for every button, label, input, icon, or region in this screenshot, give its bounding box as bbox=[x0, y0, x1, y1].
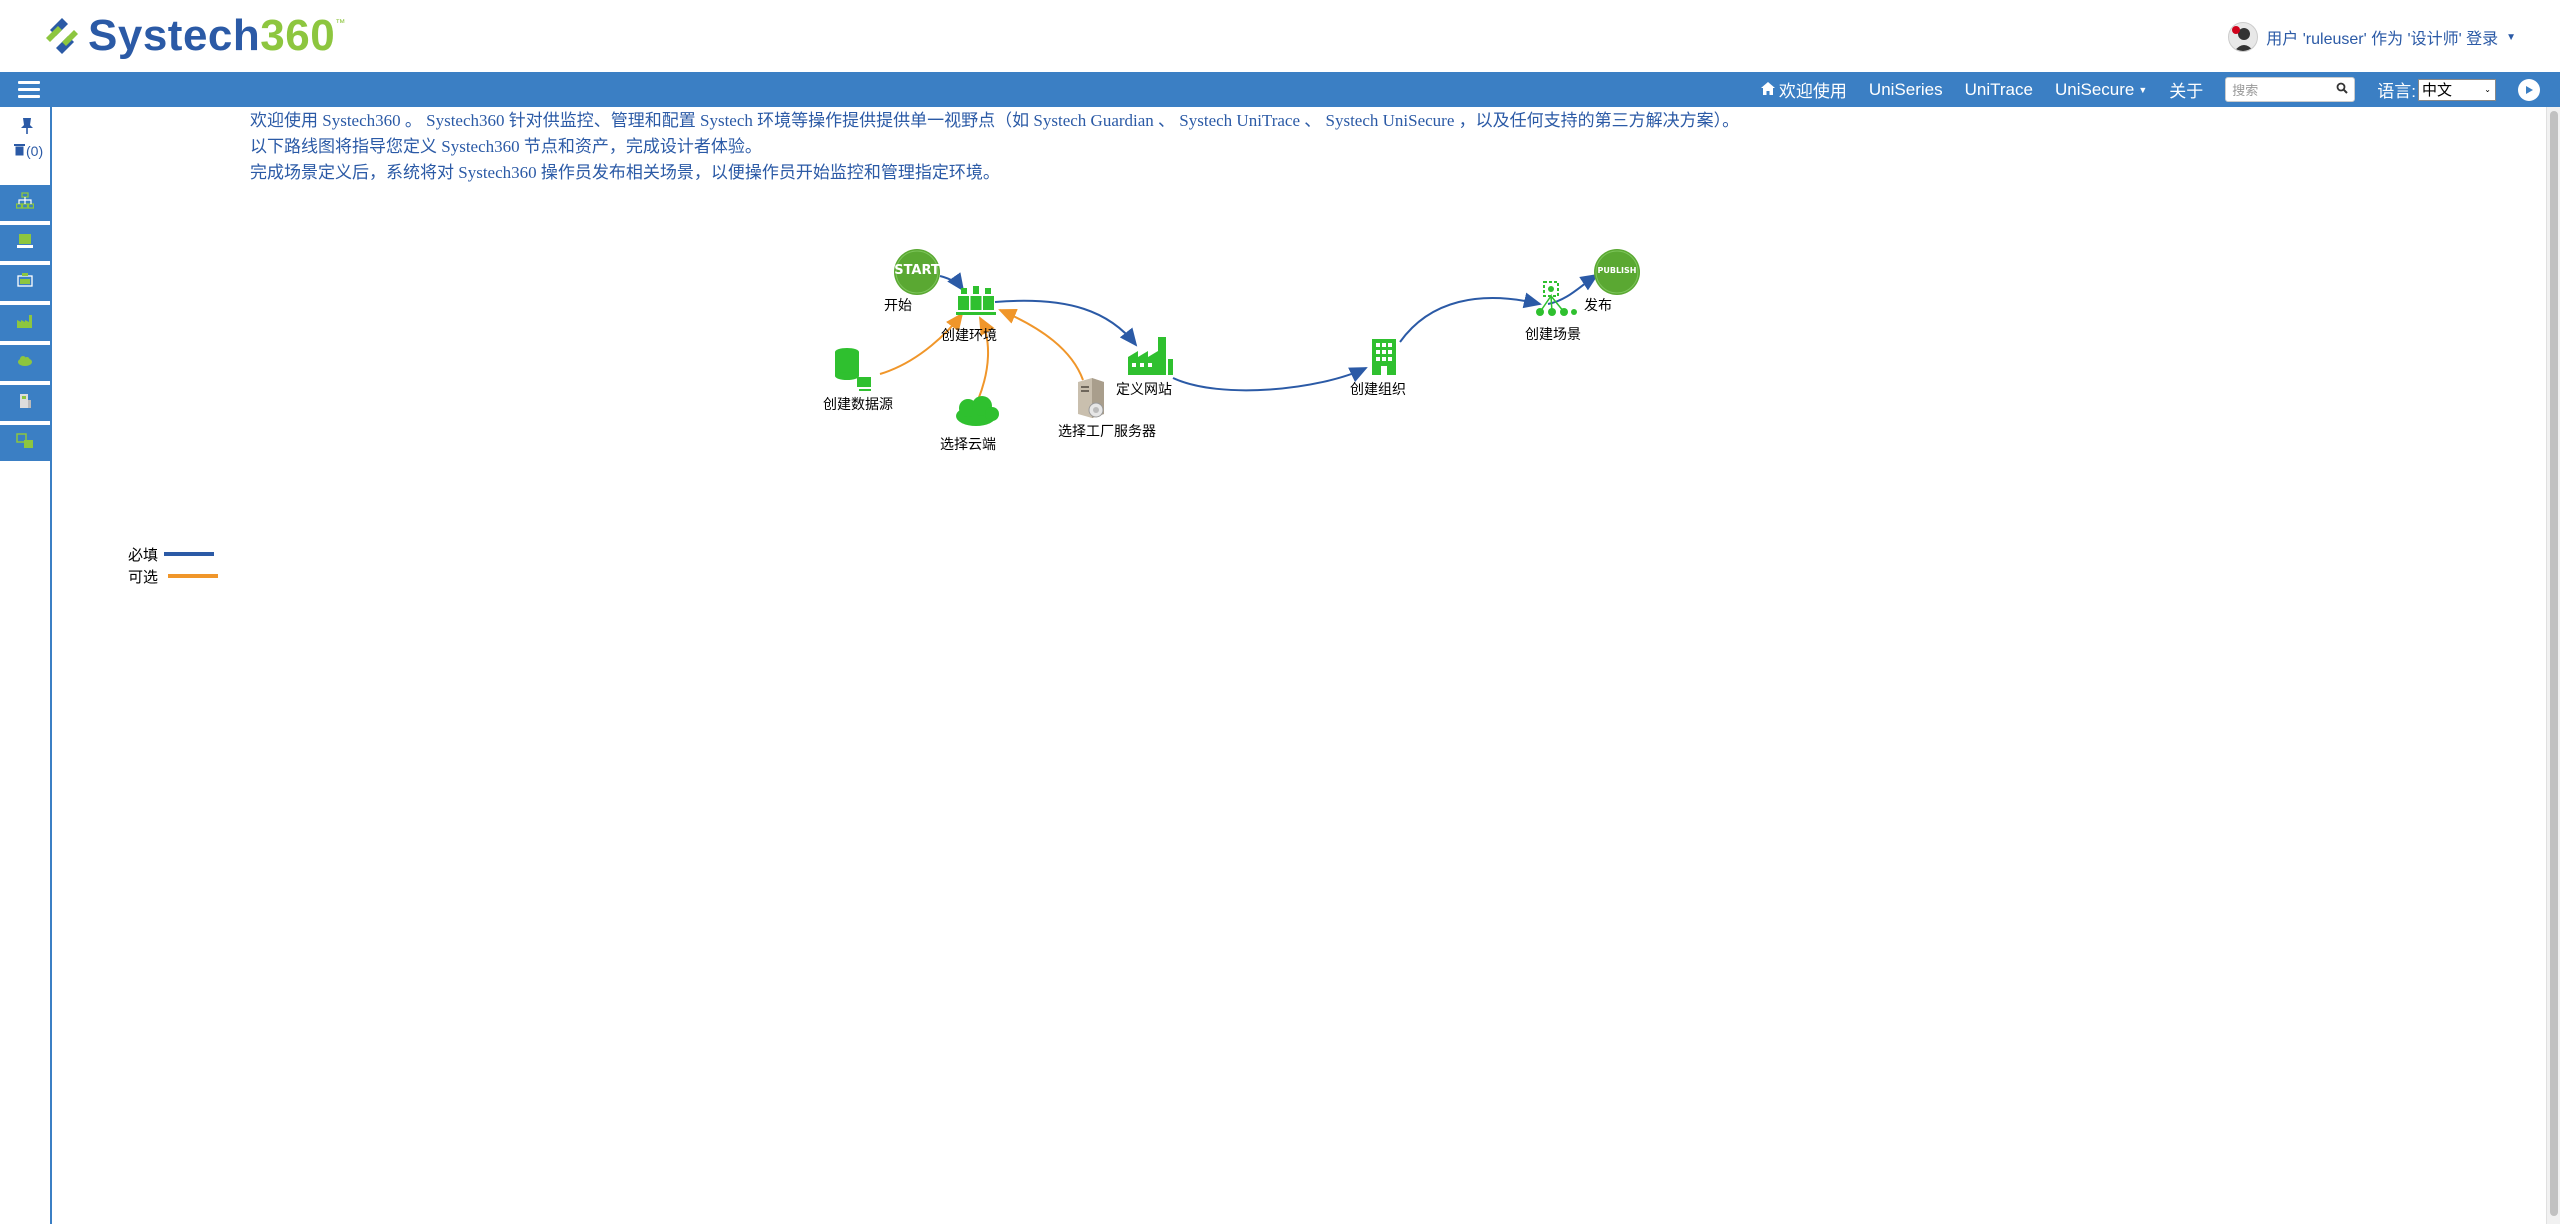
create-env-label: 创建环境 bbox=[941, 328, 997, 344]
user-menu[interactable]: 用户 'ruleuser' 作为 '设计师' 登录 ▼ bbox=[2228, 22, 2516, 52]
server-icon bbox=[16, 232, 34, 255]
trash-button[interactable]: (0) bbox=[14, 143, 43, 159]
datasource-icon bbox=[16, 272, 34, 295]
legend-optional-line bbox=[168, 574, 219, 578]
pin-icon[interactable] bbox=[20, 117, 34, 137]
play-icon[interactable] bbox=[2518, 78, 2540, 101]
edge-factory-env bbox=[998, 308, 1084, 381]
environment-icon bbox=[956, 286, 996, 315]
trash-icon bbox=[14, 143, 25, 159]
database-icon bbox=[835, 348, 871, 391]
top-navbar: 欢迎使用 UniSeries UniTrace UniSecure ▼ 关于 搜… bbox=[0, 72, 2560, 107]
sidebar-server-button[interactable] bbox=[0, 225, 50, 263]
start-node[interactable]: START bbox=[893, 248, 941, 296]
left-sidebar: (0) bbox=[0, 107, 52, 1224]
intro-line-2: 以下路线图将指导您定义 Systech360 节点和资产，完成设计者体验。 bbox=[250, 137, 762, 156]
publish-badge-icon bbox=[1594, 249, 1640, 295]
chevron-down-icon: ▼ bbox=[2138, 84, 2148, 95]
select-cloud-node[interactable] bbox=[950, 394, 1000, 428]
sidebar-scenario-button[interactable] bbox=[0, 425, 50, 463]
create-org-label: 创建组织 bbox=[1350, 382, 1406, 398]
building-icon bbox=[16, 392, 34, 415]
create-datasource-node[interactable] bbox=[833, 347, 881, 393]
factory-server-icon bbox=[1078, 378, 1104, 418]
hierarchy-icon bbox=[15, 191, 35, 215]
sidebar-cloud-button[interactable] bbox=[0, 345, 50, 383]
cloud-icon bbox=[956, 396, 999, 426]
scrollbar-thumb[interactable] bbox=[2550, 111, 2558, 1216]
select-factory-server-node[interactable] bbox=[1074, 376, 1108, 420]
chevron-down-icon: ⌄ bbox=[2484, 85, 2491, 94]
edge-env-site bbox=[994, 299, 1138, 347]
systech360-logo[interactable]: Systech360 ™ bbox=[40, 14, 345, 58]
define-site-label: 定义网站 bbox=[1116, 382, 1172, 398]
logo-trademark: ™ bbox=[335, 18, 346, 29]
select-factory-server-label: 选择工厂服务器 bbox=[1058, 424, 1156, 440]
home-icon bbox=[1760, 80, 1775, 100]
legend-required: 必填 bbox=[128, 543, 218, 565]
publish-label: 发布 bbox=[1584, 298, 1612, 314]
start-badge-text: START bbox=[894, 263, 940, 278]
cloud-icon bbox=[16, 352, 34, 375]
logo-wordmark: Systech360 bbox=[88, 11, 336, 60]
building-icon bbox=[1372, 339, 1396, 375]
create-org-node[interactable] bbox=[1370, 337, 1398, 375]
nav-about[interactable]: 关于 bbox=[2169, 82, 2204, 101]
user-login-text: 用户 'ruleuser' 作为 '设计师' 登录 bbox=[2266, 31, 2499, 48]
start-label: 开始 bbox=[884, 298, 912, 314]
scenario-icon bbox=[16, 432, 34, 455]
nav-unitrace[interactable]: UniTrace bbox=[1964, 79, 2033, 99]
legend-optional: 可选 bbox=[128, 565, 219, 587]
intro-line-3: 完成场景定义后，系统将对 Systech360 操作员发布相关场景，以便操作员开… bbox=[250, 163, 1000, 182]
nav-welcome[interactable]: 欢迎使用 bbox=[1760, 77, 1847, 102]
nav-unisecure[interactable]: UniSecure ▼ bbox=[2054, 79, 2148, 99]
factory-icon bbox=[16, 312, 34, 335]
create-datasource-label: 创建数据源 bbox=[823, 397, 893, 413]
publish-badge-text: PUBLISH bbox=[1597, 266, 1637, 275]
scenario-icon bbox=[1536, 281, 1577, 316]
create-env-node[interactable] bbox=[956, 286, 996, 318]
intro-text: 欢迎使用 Systech360 。 Systech360 针对供监控、管理和配置… bbox=[250, 108, 1739, 186]
hamburger-menu-icon[interactable] bbox=[18, 81, 40, 98]
language-select[interactable]: 中文 ⌄ bbox=[2418, 78, 2496, 101]
diagram-legend: 必填 可选 bbox=[128, 543, 219, 587]
define-site-node[interactable] bbox=[1126, 333, 1174, 377]
app-header: Systech360 ™ 用户 'ruleuser' 作为 '设计师' 登录 ▼ bbox=[0, 0, 2560, 72]
edge-site-org bbox=[1172, 367, 1368, 392]
select-cloud-label: 选择云端 bbox=[940, 437, 996, 453]
publish-node[interactable]: PUBLISH bbox=[1593, 248, 1641, 296]
edge-org-scenario bbox=[1399, 292, 1542, 343]
legend-required-line bbox=[164, 552, 215, 556]
sidebar-factory-button[interactable] bbox=[0, 305, 50, 343]
sidebar-datasource-button[interactable] bbox=[0, 265, 50, 303]
vertical-scrollbar[interactable] bbox=[2546, 107, 2560, 1224]
sidebar-building-button[interactable] bbox=[0, 385, 50, 423]
logo-mark-icon bbox=[40, 14, 84, 58]
sidebar-hierarchy-button[interactable] bbox=[0, 185, 50, 223]
factory-icon bbox=[1128, 337, 1173, 375]
search-input[interactable]: 搜索 bbox=[2225, 77, 2356, 102]
start-badge-icon bbox=[894, 249, 940, 295]
intro-line-1: 欢迎使用 Systech360 。 Systech360 针对供监控、管理和配置… bbox=[250, 111, 1740, 130]
chevron-down-icon: ▼ bbox=[2506, 31, 2516, 43]
create-scenario-label: 创建场景 bbox=[1525, 327, 1581, 343]
nav-uniseries[interactable]: UniSeries bbox=[1868, 79, 1943, 99]
create-scenario-node[interactable] bbox=[1534, 280, 1578, 322]
user-avatar-icon bbox=[2228, 22, 2259, 52]
language-selector: 语言: 中文 ⌄ bbox=[2377, 77, 2496, 102]
search-icon bbox=[2336, 82, 2348, 97]
